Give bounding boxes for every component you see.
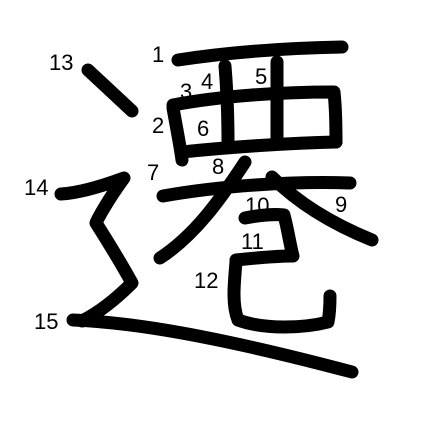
stroke-14: [54, 171, 139, 328]
stroke-13: [81, 63, 139, 118]
stroke-15: [66, 313, 359, 379]
stroke-8: [153, 155, 252, 265]
stroke-number: 9: [335, 192, 347, 217]
stroke-number: 7: [147, 160, 159, 185]
stroke-number: 6: [197, 116, 209, 141]
stroke-number: 12: [194, 268, 218, 293]
stroke-number: 5: [255, 64, 267, 89]
stroke-number: 4: [201, 69, 213, 94]
stroke-12: [227, 255, 337, 334]
stroke-number: 8: [212, 154, 224, 179]
stroke-number: 10: [245, 193, 269, 218]
stroke-number: 3: [180, 79, 192, 104]
stroke-1: [171, 40, 349, 67]
stroke-10: [238, 208, 300, 263]
stroke-number: 2: [152, 113, 164, 138]
stroke-number: 1: [152, 42, 164, 67]
character-strokes: [54, 40, 379, 379]
stroke-number: 11: [241, 229, 264, 254]
stroke-9: [265, 170, 379, 247]
stroke-number: 14: [24, 175, 48, 200]
stroke-number: 13: [49, 50, 73, 75]
stroke-numbers: 1 2 3 4 5 6 7 8 9 10 11 12 13 14 15: [24, 42, 347, 334]
stroke-6: [175, 135, 343, 159]
stroke-4: [218, 59, 235, 149]
stroke-number: 15: [34, 309, 58, 334]
stroke-7: [156, 176, 357, 203]
stroke-3: [166, 85, 343, 149]
stroke-11: [229, 249, 299, 267]
